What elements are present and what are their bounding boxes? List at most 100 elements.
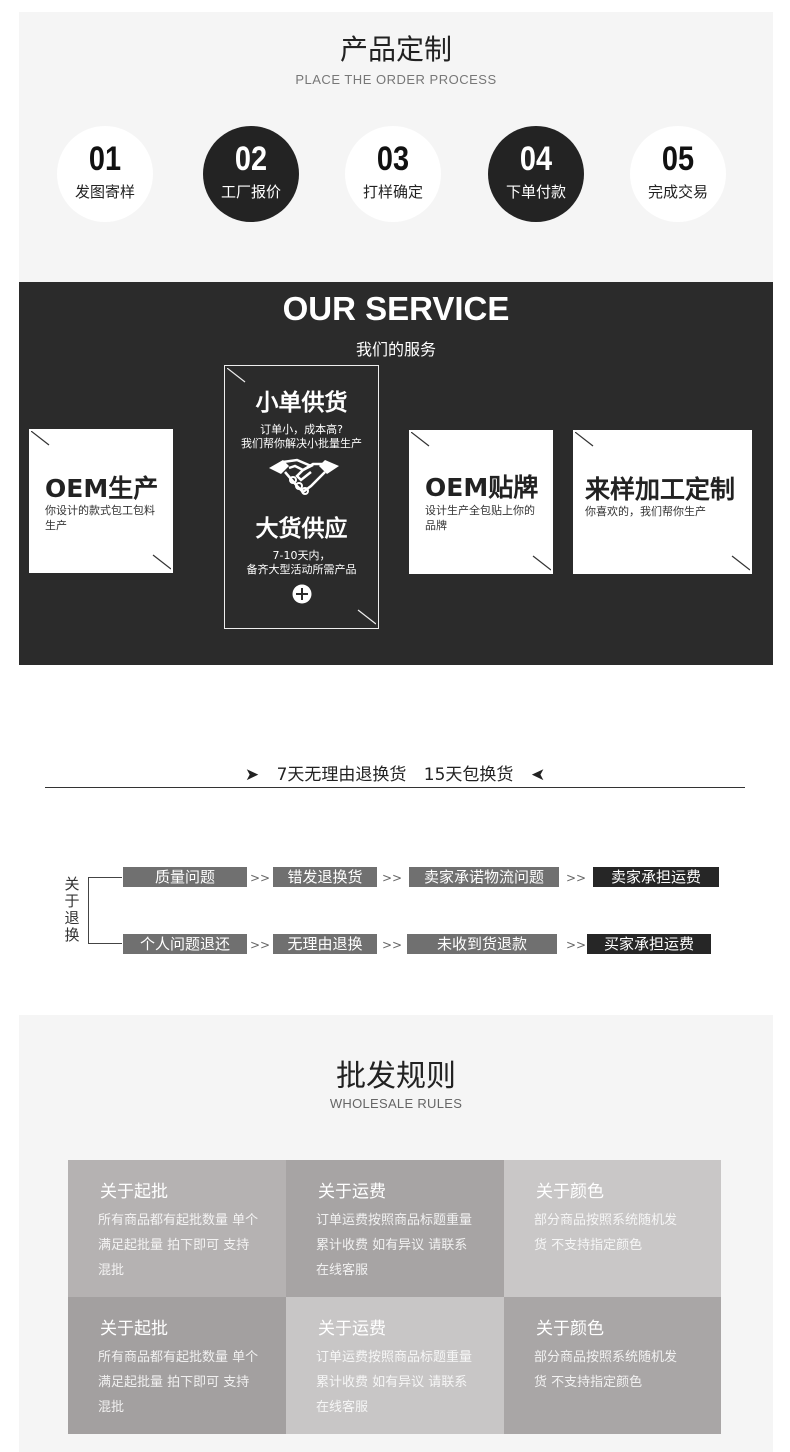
step-label: 完成交易 <box>647 183 708 201</box>
step-number: 05 <box>661 140 695 178</box>
rule-title: 关于颜色 <box>536 1319 604 1339</box>
tag-no-reason-return: 无理由退换 <box>273 934 377 954</box>
bulk-supply-desc-2: 备齐大型活动所需产品 <box>246 563 357 576</box>
rule-line: 货 不支持指定颜色 <box>534 1238 643 1253</box>
card-title: OEM贴牌 <box>425 473 539 502</box>
step-4: 04 下单付款 <box>488 126 584 222</box>
rule-body: 所有商品都有起批数量 单个 满足起批量 拍下即可 支持 混批 <box>98 1208 276 1283</box>
tag-seller-logistics: 卖家承诺物流问题 <box>409 867 559 887</box>
returns-bracket <box>88 877 122 944</box>
returns-label: 关 于 退 换 <box>62 876 82 944</box>
corner-decoration <box>357 609 376 625</box>
step-1: 01 发图寄样 <box>57 126 153 222</box>
small-order-desc-1: 订单小，成本高? <box>260 423 343 436</box>
corner-decoration <box>31 431 50 446</box>
rule-min-order: 关于起批 所有商品都有起批数量 单个 满足起批量 拍下即可 支持 混批 <box>68 1297 286 1434</box>
service-title: OUR SERVICE <box>282 290 510 327</box>
rule-line: 部分商品按照系统随机发 <box>534 1350 678 1365</box>
process-subtitle: PLACE THE ORDER PROCESS <box>295 72 497 87</box>
rule-line: 在线客服 <box>316 1400 369 1415</box>
tag-seller-pays-shipping: 卖家承担运费 <box>593 867 719 887</box>
service-card-oem-production: OEM生产 你设计的款式包工包料生产 <box>29 429 173 573</box>
flow-arrow: >> <box>249 938 271 952</box>
rule-line: 所有商品都有起批数量 单个 <box>98 1350 259 1365</box>
card-description: 你设计的款式包工包料生产 <box>45 504 155 532</box>
step-number: 01 <box>88 140 122 178</box>
card-description: 设计生产全包贴上你的品牌 <box>425 504 535 532</box>
small-order-desc-2: 我们帮你解决小批量生产 <box>241 437 362 450</box>
rule-line: 混批 <box>98 1263 125 1278</box>
handshake-icon <box>269 458 339 495</box>
tag-quality-issue: 质量问题 <box>123 867 247 887</box>
card-title: OEM生产 <box>45 474 159 503</box>
rule-title: 关于起批 <box>100 1319 168 1339</box>
rule-title: 关于运费 <box>318 1182 386 1202</box>
step-2: 02 工厂报价 <box>203 126 299 222</box>
tag-wrong-shipment: 错发退换货 <box>273 867 377 887</box>
flow-arrow: >> <box>381 871 403 885</box>
rule-line: 订单运费按照商品标题重量 <box>316 1213 473 1228</box>
service-card-sample-processing: 来样加工定制 你喜欢的，我们帮你生产 <box>573 430 752 574</box>
rule-color: 关于颜色 部分商品按照系统随机发 货 不支持指定颜色 <box>504 1160 721 1297</box>
service-card-oem-label: OEM贴牌 设计生产全包贴上你的品牌 <box>409 430 553 574</box>
small-order-title: 小单供货 <box>255 390 348 416</box>
step-number: 02 <box>234 140 268 178</box>
step-label: 打样确定 <box>362 183 423 201</box>
flow-arrow: >> <box>249 871 271 885</box>
rule-line: 累计收费 如有异议 请联系 <box>316 1375 468 1390</box>
returns-label-char: 关 <box>64 875 80 893</box>
rule-line: 在线客服 <box>316 1263 369 1278</box>
rule-body: 订单运费按照商品标题重量 累计收费 如有异议 请联系 在线客服 <box>316 1208 494 1283</box>
returns-label-char: 于 <box>64 892 80 910</box>
rule-body: 部分商品按照系统随机发 货 不支持指定颜色 <box>534 1208 711 1258</box>
rule-line: 满足起批量 拍下即可 支持 <box>98 1238 250 1253</box>
returns-label-char: 换 <box>64 926 80 944</box>
bulk-supply-desc-1: 7-10天内， <box>272 549 331 562</box>
plus-circle-icon[interactable] <box>292 584 312 604</box>
flow-arrow: >> <box>381 938 403 952</box>
rule-title: 关于颜色 <box>536 1182 604 1202</box>
card-title: 来样加工定制 <box>585 475 736 504</box>
rule-body: 所有商品都有起批数量 单个 满足起批量 拍下即可 支持 混批 <box>98 1345 276 1420</box>
rule-shipping: 关于运费 订单运费按照商品标题重量 累计收费 如有异议 请联系 在线客服 <box>286 1297 504 1434</box>
tag-personal-return: 个人问题退还 <box>123 934 247 954</box>
step-label: 下单付款 <box>505 183 566 201</box>
tag-not-received-refund: 未收到货退款 <box>407 934 557 954</box>
rule-line: 货 不支持指定颜色 <box>534 1375 643 1390</box>
rule-title: 关于运费 <box>318 1319 386 1339</box>
wholesale-subtitle: WHOLESALE RULES <box>329 1096 463 1111</box>
returns-7day-text: 7天无理由退换货 <box>276 765 407 785</box>
process-section: 产品定制 PLACE THE ORDER PROCESS 01 发图寄样 02 … <box>19 12 773 282</box>
returns-label-char: 退 <box>64 909 80 927</box>
rule-shipping: 关于运费 订单运费按照商品标题重量 累计收费 如有异议 请联系 在线客服 <box>286 1160 504 1297</box>
returns-15day-text: 15天包换货 <box>423 765 514 785</box>
rule-line: 满足起批量 拍下即可 支持 <box>98 1375 250 1390</box>
bulk-supply-title: 大货供应 <box>255 516 348 542</box>
returns-banner: ➤ 7天无理由退换货 15天包换货 ➤ <box>45 760 745 788</box>
arrow-left-icon: ➤ <box>530 765 546 785</box>
card-description: 你喜欢的，我们帮你生产 <box>585 505 706 518</box>
step-number: 04 <box>519 140 553 178</box>
rule-line: 累计收费 如有异议 请联系 <box>316 1238 468 1253</box>
rule-min-order: 关于起批 所有商品都有起批数量 单个 满足起批量 拍下即可 支持 混批 <box>68 1160 286 1297</box>
corner-decoration <box>227 368 246 383</box>
wholesale-title: 批发规则 <box>336 1059 456 1094</box>
rule-color: 关于颜色 部分商品按照系统随机发 货 不支持指定颜色 <box>504 1297 721 1434</box>
service-section: OUR SERVICE 我们的服务 OEM生产 你设计的款式包工包料生产 小单供… <box>19 282 773 665</box>
step-3: 03 打样确定 <box>345 126 441 222</box>
rule-line: 所有商品都有起批数量 单个 <box>98 1213 259 1228</box>
rule-line: 部分商品按照系统随机发 <box>534 1213 678 1228</box>
rule-title: 关于起批 <box>100 1182 168 1202</box>
tag-buyer-pays-shipping: 买家承担运费 <box>587 934 711 954</box>
rule-line: 混批 <box>98 1400 125 1415</box>
flow-arrow: >> <box>565 938 587 952</box>
wholesale-section: 批发规则 WHOLESALE RULES 关于起批 所有商品都有起批数量 单个 … <box>19 1015 773 1452</box>
step-number: 03 <box>376 140 410 178</box>
corner-decoration <box>411 432 430 447</box>
step-label: 工厂报价 <box>220 183 281 201</box>
corner-decoration <box>532 555 551 571</box>
rule-body: 部分商品按照系统随机发 货 不支持指定颜色 <box>534 1345 711 1395</box>
rule-body: 订单运费按照商品标题重量 累计收费 如有异议 请联系 在线客服 <box>316 1345 494 1420</box>
corner-decoration <box>152 554 171 570</box>
rule-line: 订单运费按照商品标题重量 <box>316 1350 473 1365</box>
